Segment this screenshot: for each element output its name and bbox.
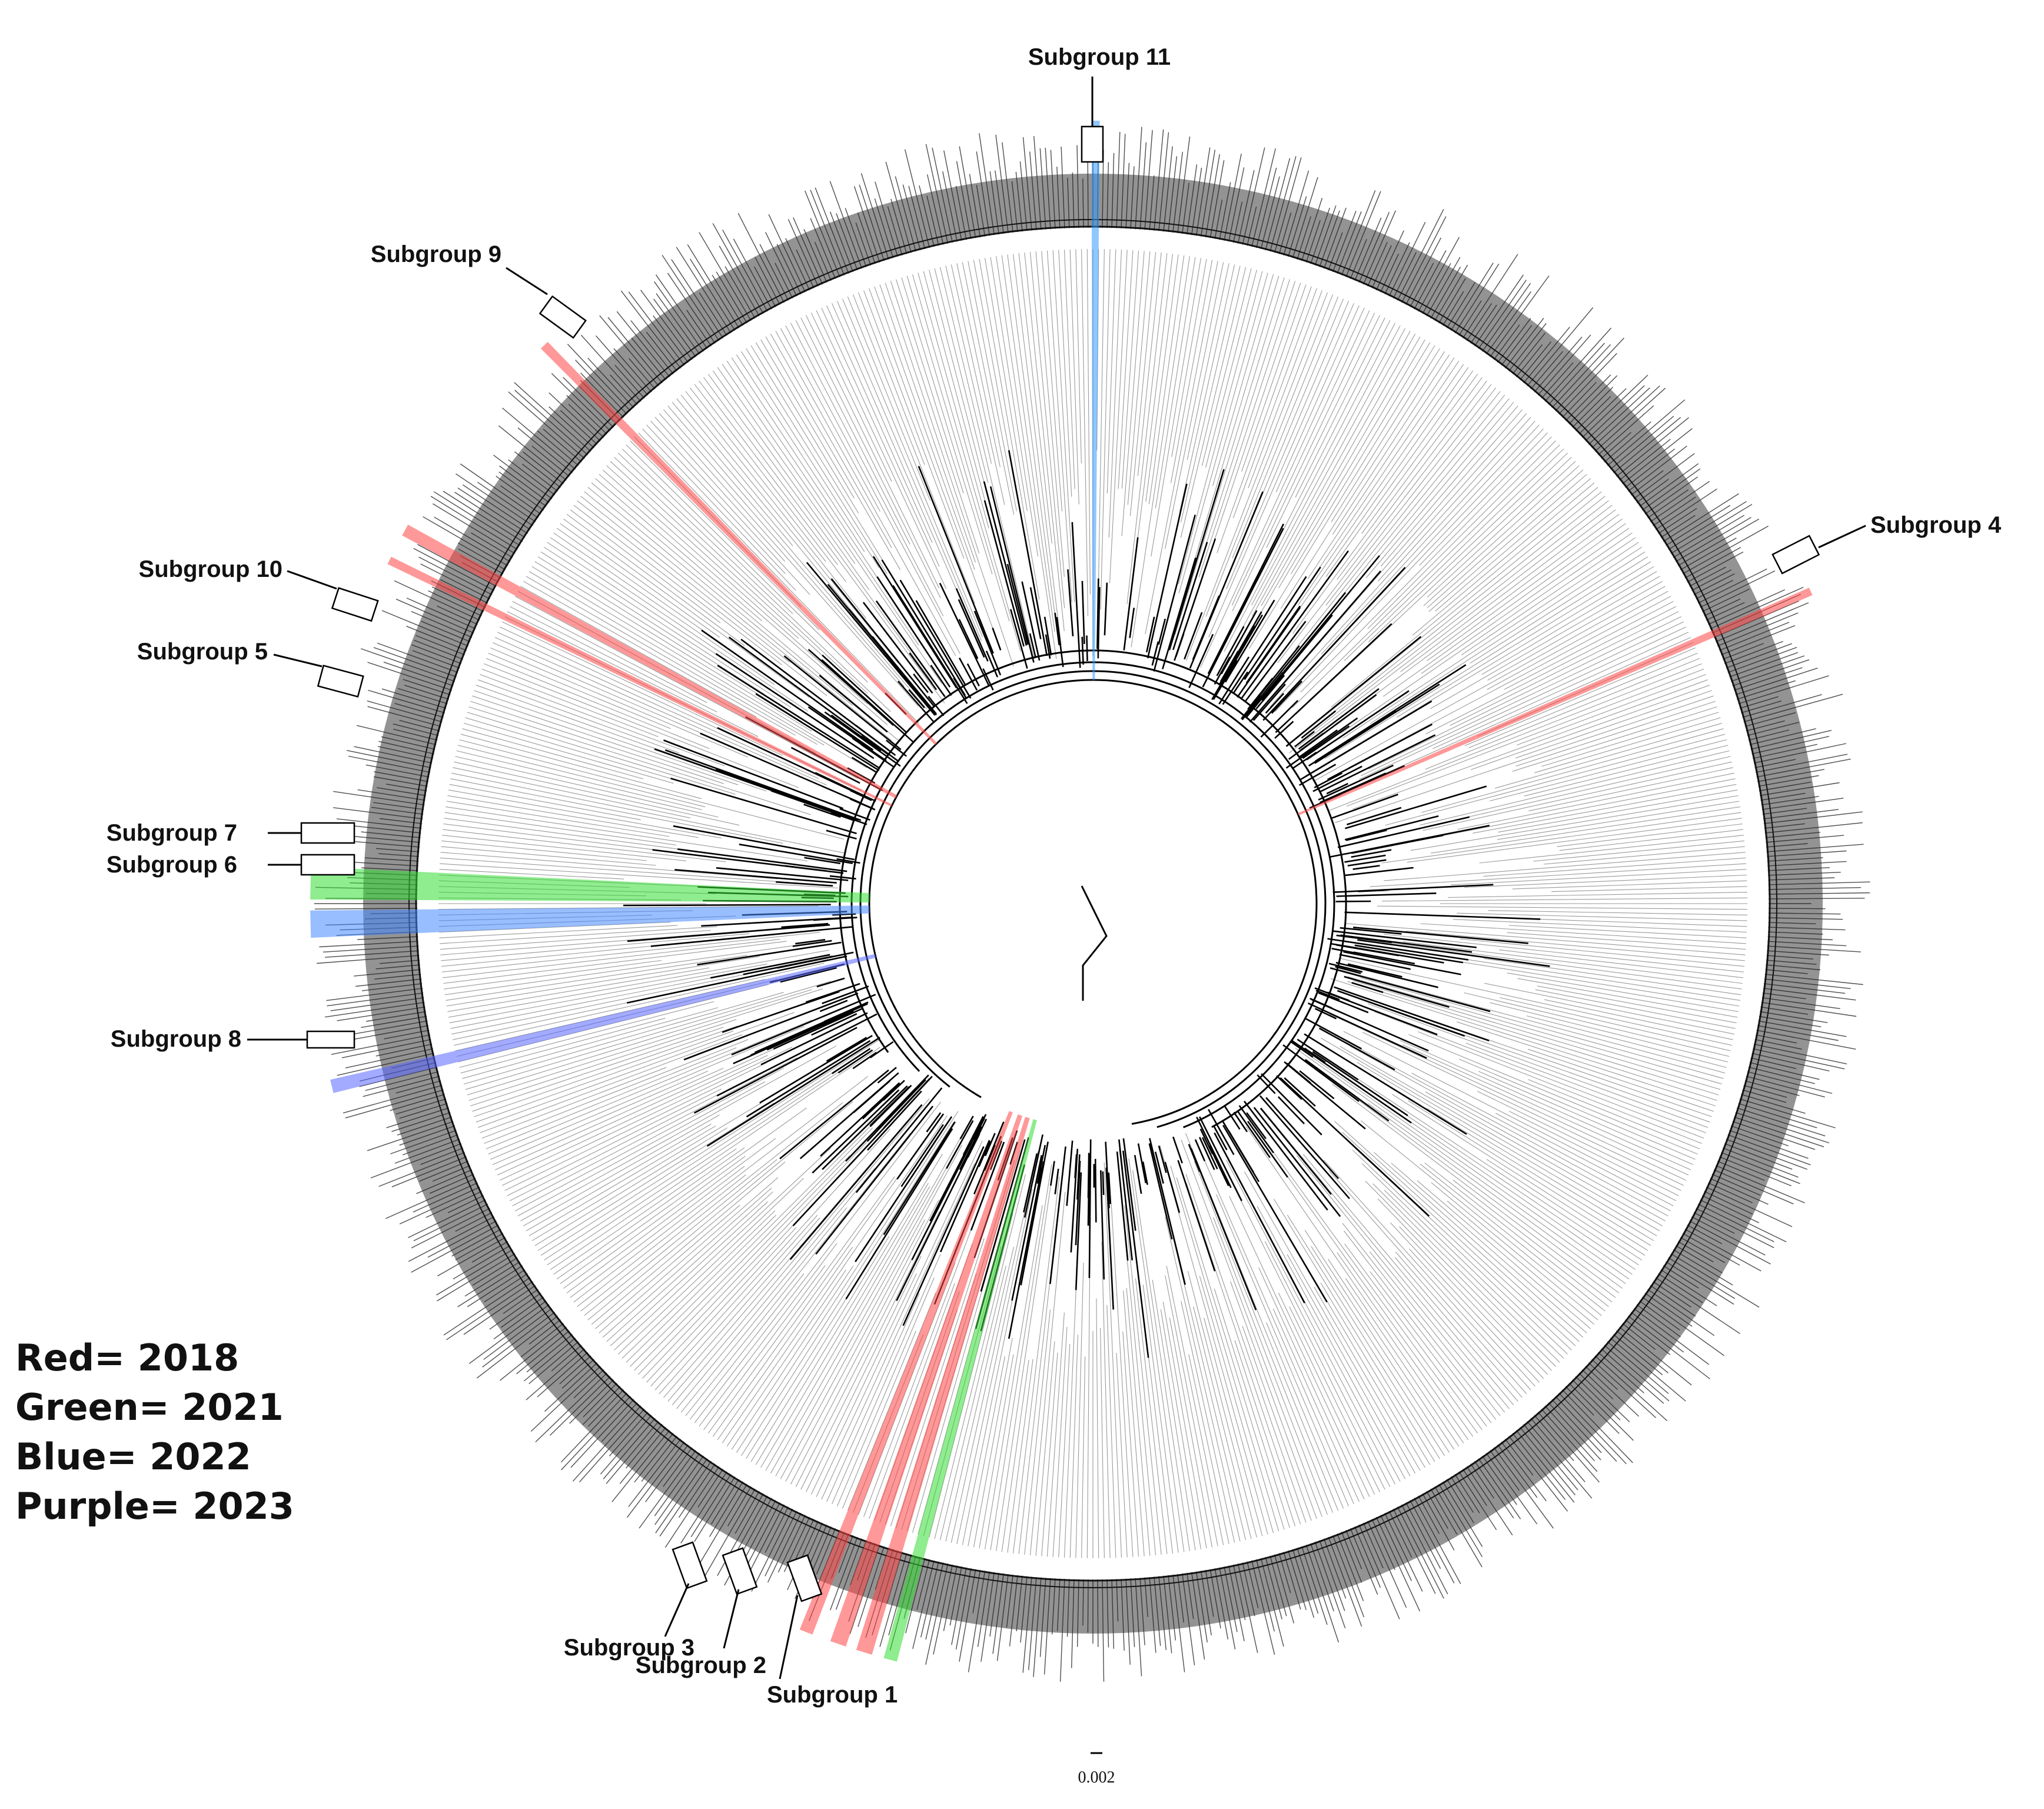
subgroup-leader-line — [273, 653, 323, 668]
inner-tree-branches — [623, 450, 1550, 1358]
subgroup-label: Subgroup 6 — [107, 852, 237, 878]
year-color-legend: Red= 2018 Green= 2021 Blue= 2022 Purple=… — [15, 1333, 294, 1531]
subgroup-bracket — [1772, 535, 1820, 575]
subgroup-label: Subgroup 3 — [564, 1635, 694, 1661]
subgroup-leader-line — [1818, 525, 1866, 549]
subgroup-callout-8: Subgroup 8 — [111, 1026, 355, 1052]
subgroup-bracket — [300, 822, 355, 844]
subgroup-bracket — [306, 1030, 355, 1049]
subgroup-highlights — [310, 121, 1813, 1662]
subgroup-leader-line — [506, 267, 548, 296]
subgroup-bracket — [300, 854, 355, 876]
subgroup-callout-11: Subgroup 11 — [1028, 44, 1171, 163]
legend-blue: Blue= 2022 — [15, 1435, 251, 1478]
legend-red: Red= 2018 — [15, 1336, 240, 1379]
subgroup-label: Subgroup 8 — [111, 1026, 241, 1052]
legend-purple: Purple= 2023 — [15, 1485, 294, 1528]
subgroup-callout-9: Subgroup 9 — [371, 241, 587, 339]
subgroup-label: Subgroup 7 — [107, 820, 237, 846]
subgroup-bracket — [1081, 125, 1104, 163]
subgroup-leader-line — [287, 570, 337, 590]
subgroup-callout-10: Subgroup 10 — [139, 556, 379, 622]
subgroup-label: Subgroup 1 — [767, 1682, 898, 1708]
subgroup-label: Subgroup 4 — [1870, 512, 2002, 538]
subgroup-label: Subgroup 10 — [139, 556, 282, 582]
subgroup-label: Subgroup 11 — [1028, 44, 1171, 70]
subgroup-callout-3: Subgroup 3 — [564, 1541, 708, 1661]
subgroup-callout-4: Subgroup 4 — [1772, 512, 2002, 575]
subgroup-callout-6: Subgroup 6 — [107, 852, 355, 878]
subgroup-bracket — [539, 295, 587, 339]
subgroup-bracket — [786, 1554, 823, 1602]
subgroup-bracket — [331, 587, 379, 622]
subgroup-bracket — [317, 665, 364, 698]
subgroup-label: Subgroup 9 — [371, 241, 501, 267]
scale-bar: 0.002 — [1078, 1752, 1115, 1787]
subgroup-label: Subgroup 5 — [137, 639, 268, 665]
legend-green: Green= 2021 — [15, 1386, 284, 1429]
scale-bar-label: 0.002 — [1078, 1768, 1115, 1787]
subgroup-bracket — [672, 1541, 708, 1589]
subgroup-leader-line — [664, 1583, 690, 1637]
subgroup-callout-7: Subgroup 7 — [107, 820, 355, 846]
subgroup-label: Subgroup 2 — [636, 1652, 766, 1678]
subgroup-callout-1: Subgroup 1 — [767, 1554, 898, 1708]
subgroup-leader-line — [779, 1595, 799, 1679]
subgroup-callout-2: Subgroup 2 — [636, 1547, 766, 1678]
subgroup-bracket — [722, 1547, 758, 1595]
subgroup-callout-5: Subgroup 5 — [137, 639, 364, 698]
subgroup-callouts: Subgroup 11 Subgroup 9 Subgroup 4 Subgroup … — [107, 44, 2002, 1708]
subgroup-leader-line — [723, 1589, 740, 1649]
